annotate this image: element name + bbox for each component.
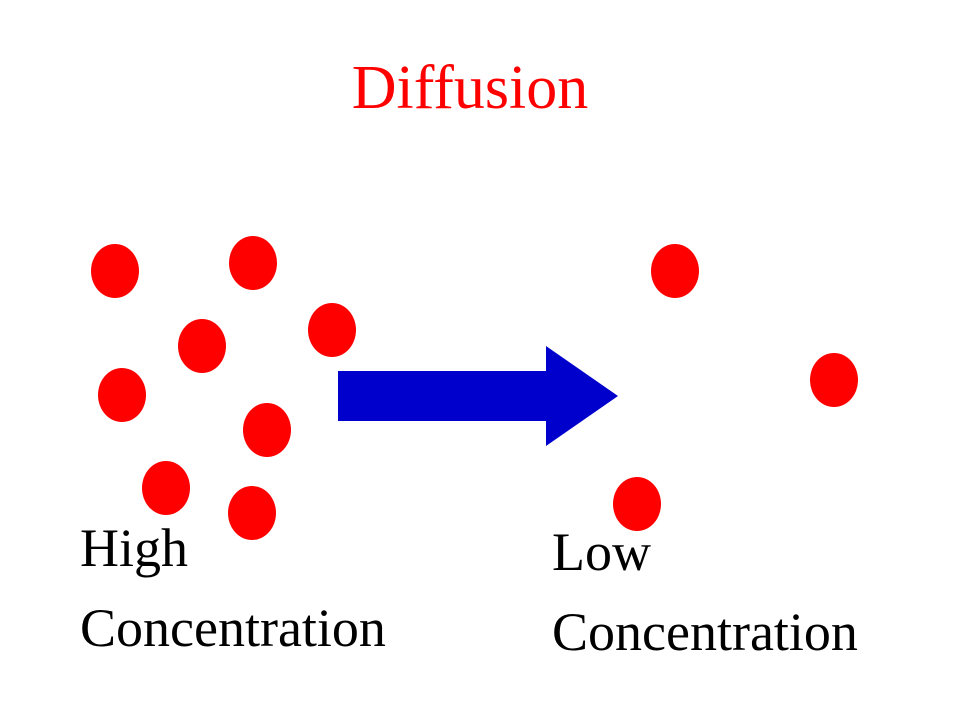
particle: [613, 477, 661, 531]
diagram-title: Diffusion: [351, 54, 589, 122]
particle: [98, 368, 146, 422]
low-concentration-label: Low Concentration: [552, 512, 858, 672]
particle: [229, 236, 277, 290]
arrow-shape: [338, 346, 618, 446]
particle: [308, 303, 356, 357]
particle: [651, 244, 699, 298]
low-label-line1: Low: [552, 522, 651, 582]
high-concentration-label: High Concentration: [80, 508, 386, 668]
low-label-line2: Concentration: [552, 602, 858, 662]
particle: [810, 353, 858, 407]
particle: [142, 461, 190, 515]
high-label-line1: High: [80, 518, 188, 578]
particle: [178, 319, 226, 373]
particle: [228, 486, 276, 540]
high-label-line2: Concentration: [80, 598, 386, 658]
particle: [91, 244, 139, 298]
right-arrow-icon: [338, 346, 618, 446]
particle: [243, 403, 291, 457]
